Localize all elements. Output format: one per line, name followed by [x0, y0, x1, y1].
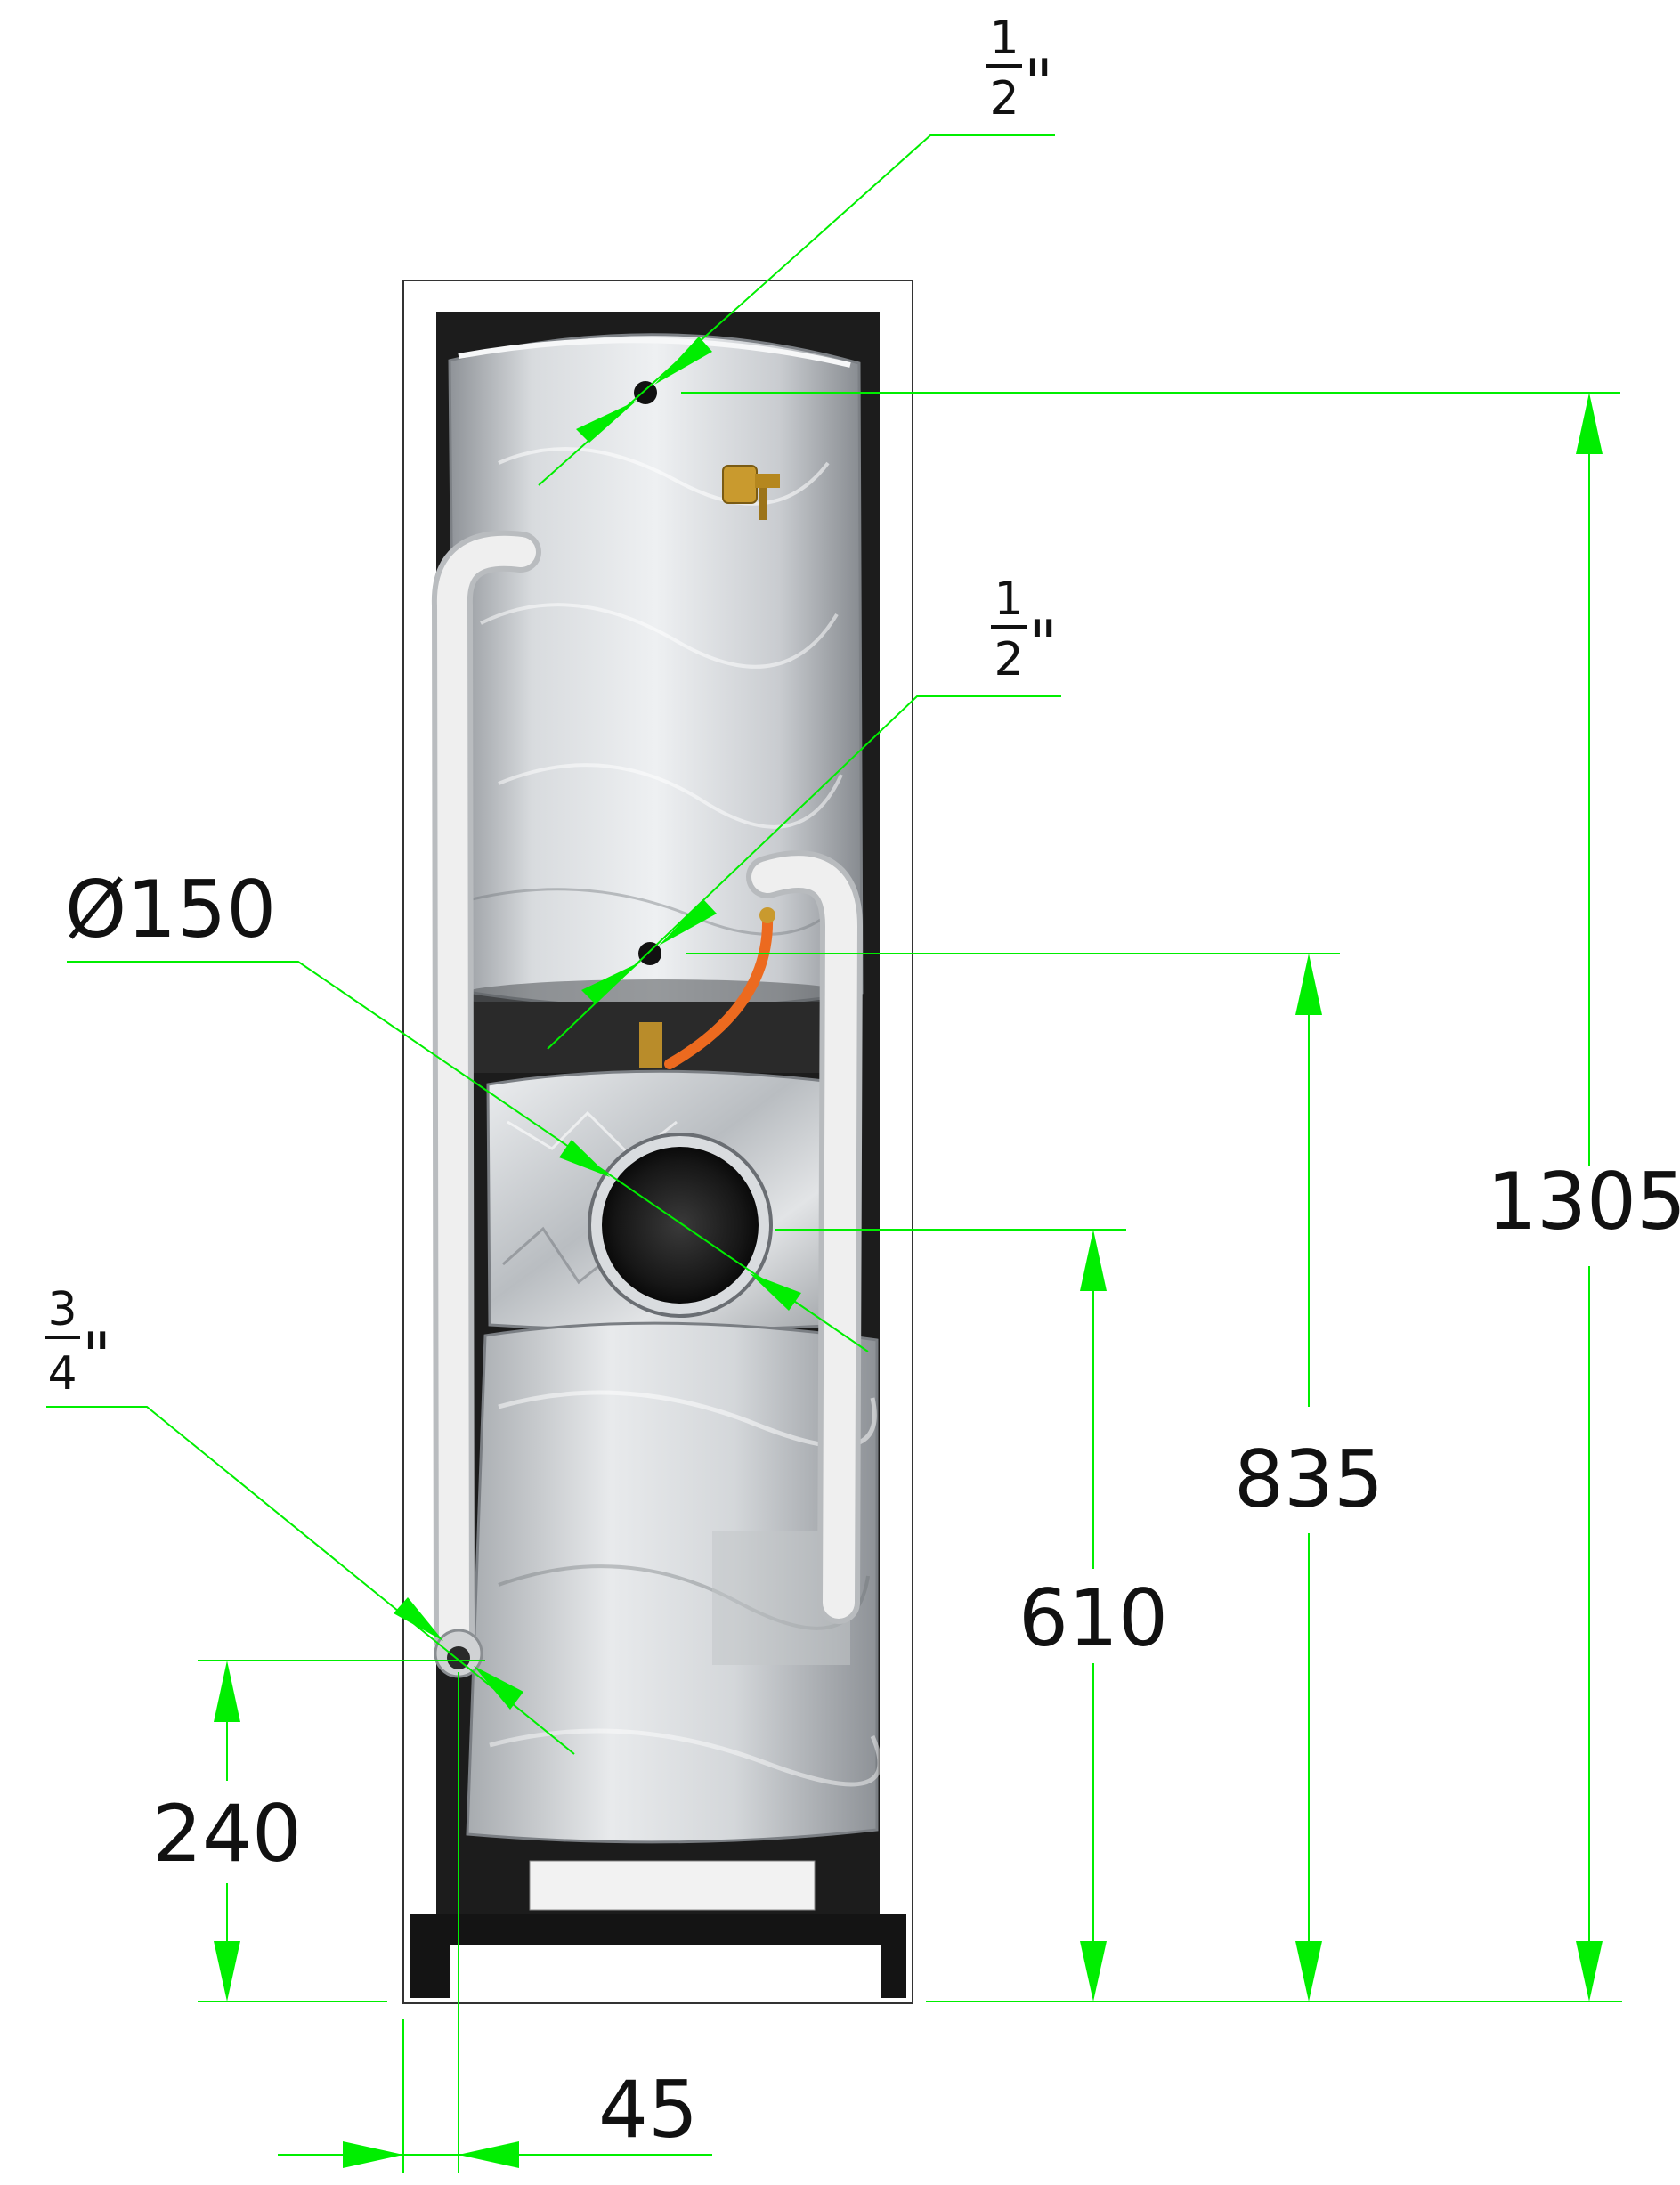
arrow-middle-fitting-a: [659, 899, 717, 946]
arrow-240-bottom: [214, 1941, 240, 2002]
arrow-610-bottom: [1080, 1941, 1107, 2002]
arrow-1305-bottom: [1576, 1941, 1603, 2002]
arrow-top-fitting-a: [654, 337, 712, 385]
tank-body: [448, 333, 864, 1010]
orange-hose: [664, 912, 774, 1069]
arrow-45-right: [459, 2141, 519, 2168]
label-middle-fitting-height: 835: [1234, 1434, 1384, 1525]
arrow-45-left: [343, 2141, 403, 2168]
leader-side-fitting: [46, 1406, 575, 1755]
top-fitting-denominator: 2: [989, 72, 1019, 126]
label-overall-height: 1305: [1487, 1156, 1680, 1247]
arrow-835-top: [1295, 954, 1322, 1015]
top-fitting-unit: ": [1024, 45, 1053, 120]
heat-exchanger-body: [466, 1321, 879, 1844]
top-fitting: [634, 381, 657, 404]
arrow-middle-fitting-b: [581, 962, 641, 1003]
base-plinth: [450, 1945, 881, 2001]
arrow-240-top: [214, 1661, 240, 1722]
exchanger-wrinkle-3: [489, 1728, 882, 1787]
flue-opening: [602, 1147, 759, 1304]
right-foam-pipe-highlight: [751, 856, 858, 1619]
label-flue: Ø150: [65, 864, 276, 955]
tank-wrinkle-2: [480, 603, 839, 669]
middle-fitting-denominator: 2: [994, 633, 1023, 686]
arrow-835-bottom: [1295, 1941, 1322, 2002]
label-middle-fitting: 1 2 ": [991, 573, 1058, 686]
left-foam-pipe-highlight: [436, 535, 536, 1653]
side-fitting-denominator: 4: [47, 1347, 77, 1401]
tank-wrinkle-3: [498, 763, 843, 829]
arrow-610-top: [1080, 1230, 1107, 1291]
arrow-1305-top: [1576, 393, 1603, 454]
leader-flue: [67, 961, 869, 1352]
hot-water-tank: [448, 333, 864, 1011]
flue-box: [486, 1069, 843, 1332]
arrow-flue-b: [750, 1273, 801, 1311]
arrow-side-fitting-a: [394, 1597, 443, 1641]
arrow-top-fitting-b: [576, 401, 637, 443]
middle-fitting-numerator: 1: [994, 573, 1023, 626]
valve-lever: [759, 488, 767, 520]
brass-valve: [722, 465, 780, 520]
hose-fitting-top: [759, 907, 775, 923]
base-white-panel: [529, 1860, 816, 1911]
dimension-arrows: [214, 337, 1603, 2168]
label-side-fitting-height: 240: [152, 1788, 302, 1880]
exchanger-wrinkle-1: [498, 1390, 877, 1449]
valve-body: [722, 465, 758, 504]
top-fitting-numerator: 1: [989, 12, 1019, 65]
arrow-flue-a: [559, 1140, 610, 1177]
label-top-fitting: 1 2 ": [986, 12, 1053, 126]
middle-fitting-unit: ": [1028, 606, 1058, 681]
label-side-fitting: 3 4 ": [45, 1283, 111, 1401]
arrow-side-fitting-b: [474, 1666, 523, 1710]
tank-wrinkle-1: [498, 447, 830, 506]
valve-outlet: [755, 474, 780, 488]
side-fitting-numerator: 3: [47, 1283, 77, 1336]
side-fitting-unit: ": [82, 1319, 111, 1393]
tank-top-rim: [458, 337, 851, 368]
middle-fitting: [638, 942, 661, 965]
label-side-offset: 45: [598, 2064, 698, 2156]
leader-middle-fitting: [547, 695, 1061, 1050]
hose-fitting-bottom: [639, 1022, 662, 1068]
label-flue-height: 610: [1019, 1572, 1168, 1664]
dimension-lines: [46, 134, 1622, 2173]
